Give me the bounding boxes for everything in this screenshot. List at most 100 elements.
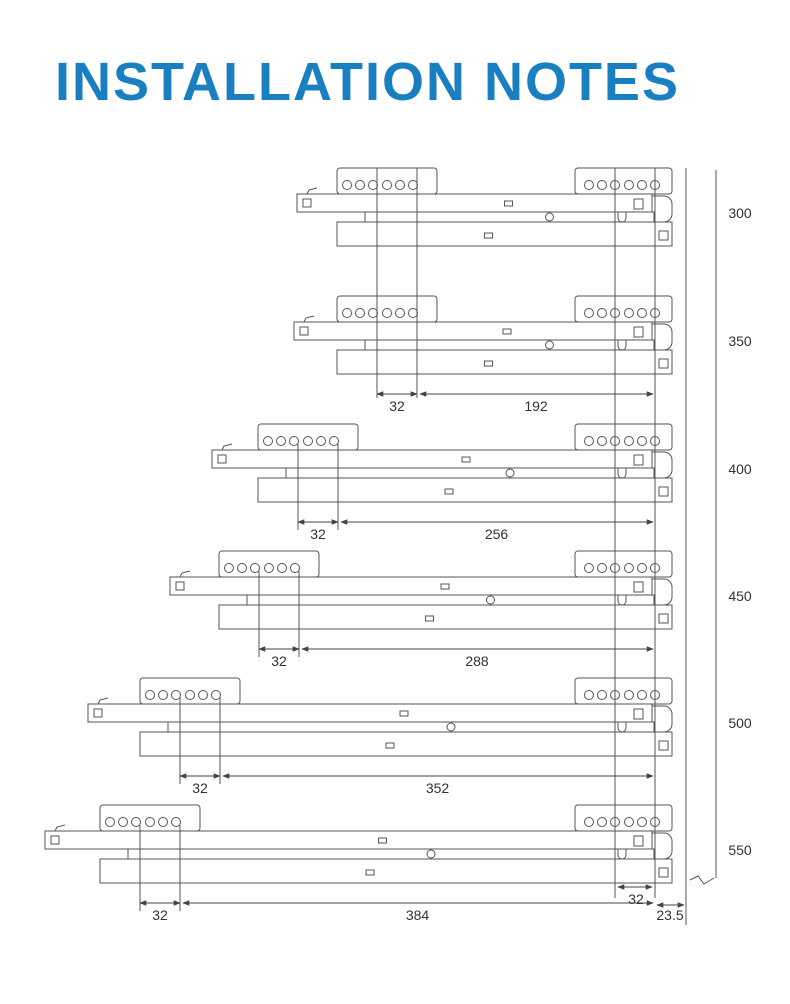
rail-tab bbox=[658, 486, 669, 497]
mounting-hole bbox=[277, 563, 287, 573]
mounting-hole bbox=[198, 690, 208, 700]
mounting-hole bbox=[237, 563, 247, 573]
rail-slot bbox=[633, 581, 644, 593]
gear-icon bbox=[545, 340, 554, 350]
mounting-hole bbox=[342, 308, 352, 318]
rail-hook bbox=[97, 697, 109, 705]
drawer-length-label: 400 bbox=[728, 461, 752, 477]
rail-tab bbox=[93, 708, 103, 718]
mounting-hole bbox=[316, 436, 326, 446]
drawer-length-label: 550 bbox=[728, 842, 752, 858]
inner-rail bbox=[336, 221, 673, 247]
mounting-hole bbox=[395, 308, 405, 318]
mounting-hole bbox=[408, 180, 418, 190]
rear-distance-label: 192 bbox=[524, 398, 548, 414]
mounting-hole bbox=[290, 563, 300, 573]
mounting-hole bbox=[211, 690, 221, 700]
break-mark bbox=[689, 875, 715, 885]
mounting-hole bbox=[264, 563, 274, 573]
rail-slot bbox=[399, 710, 409, 717]
mounting-hole bbox=[624, 180, 634, 190]
mounting-hole bbox=[408, 308, 418, 318]
rail-slot bbox=[378, 837, 387, 844]
outer-rail bbox=[293, 321, 653, 341]
mounting-hole bbox=[355, 308, 365, 318]
gear-icon bbox=[426, 849, 436, 859]
mounting-hole bbox=[185, 690, 195, 700]
mounting-hole bbox=[597, 563, 607, 573]
rail-end-cap bbox=[652, 705, 673, 733]
mounting-hole bbox=[224, 563, 234, 573]
mounting-hole bbox=[637, 690, 647, 700]
mounting-hole bbox=[382, 180, 392, 190]
rail-slot bbox=[633, 454, 644, 466]
rail-slot bbox=[484, 360, 493, 367]
outer-rail bbox=[296, 193, 653, 213]
hole-spacing-label: 32 bbox=[152, 907, 168, 923]
mounting-hole bbox=[276, 436, 286, 446]
rail-slot bbox=[385, 742, 395, 749]
rail-tab bbox=[302, 198, 312, 208]
rail-tab bbox=[658, 867, 669, 878]
rail-tab bbox=[299, 326, 309, 336]
mounting-hole bbox=[584, 817, 594, 827]
mounting-hole bbox=[624, 436, 634, 446]
gear-icon bbox=[446, 722, 456, 732]
mounting-hole bbox=[597, 436, 607, 446]
rail-tab bbox=[175, 581, 185, 591]
rail-tab bbox=[217, 454, 227, 464]
mounting-hole bbox=[289, 436, 299, 446]
mounting-hole bbox=[105, 817, 115, 827]
mounting-hole bbox=[584, 690, 594, 700]
mounting-hole bbox=[584, 180, 594, 190]
drawer-length-label: 500 bbox=[728, 715, 752, 731]
mounting-hole bbox=[368, 308, 378, 318]
inner-rail bbox=[336, 349, 673, 375]
hole-spacing-label: 32 bbox=[271, 653, 287, 669]
rail-slot bbox=[633, 198, 644, 210]
rail-slot bbox=[365, 869, 375, 876]
hole-spacing-label: 32 bbox=[192, 780, 208, 796]
outer-rail bbox=[169, 576, 653, 596]
rail-slot bbox=[444, 488, 454, 495]
rail-slot bbox=[633, 708, 644, 720]
rail-tab bbox=[658, 230, 669, 241]
middle-rail bbox=[364, 211, 655, 223]
mounting-hole bbox=[171, 690, 181, 700]
mounting-hole bbox=[158, 690, 168, 700]
mounting-hole bbox=[368, 180, 378, 190]
gear-icon bbox=[505, 468, 515, 478]
mounting-hole bbox=[250, 563, 260, 573]
rail-end-cap bbox=[652, 323, 673, 351]
rail-end-cap bbox=[652, 578, 673, 606]
rail-end-cap bbox=[652, 451, 673, 479]
rear-distance-label: 256 bbox=[485, 526, 509, 542]
mounting-hole bbox=[584, 563, 594, 573]
mounting-hole bbox=[597, 690, 607, 700]
drawer-slide-3 bbox=[211, 423, 673, 503]
rail-tab bbox=[50, 835, 60, 845]
rear-distance-label: 288 bbox=[465, 653, 489, 669]
drawer-slide-2 bbox=[293, 295, 673, 375]
rear-distance-label: 384 bbox=[406, 907, 430, 923]
mounting-hole bbox=[597, 308, 607, 318]
rear-distance-label: 352 bbox=[426, 780, 450, 796]
mounting-hole bbox=[329, 436, 339, 446]
middle-rail bbox=[127, 848, 655, 860]
outer-rail bbox=[87, 703, 653, 723]
mounting-hole bbox=[382, 308, 392, 318]
rail-slot bbox=[502, 328, 512, 335]
mounting-hole bbox=[303, 436, 313, 446]
mounting-hole bbox=[624, 817, 634, 827]
middle-rail bbox=[364, 339, 655, 351]
mounting-hole bbox=[118, 817, 128, 827]
mounting-hole bbox=[145, 690, 155, 700]
mounting-hole bbox=[637, 180, 647, 190]
inner-rail bbox=[257, 477, 673, 503]
mounting-hole bbox=[395, 180, 405, 190]
mounting-hole bbox=[145, 817, 155, 827]
mounting-hole bbox=[597, 817, 607, 827]
inner-rail bbox=[139, 731, 673, 757]
inner-rail bbox=[218, 604, 673, 630]
